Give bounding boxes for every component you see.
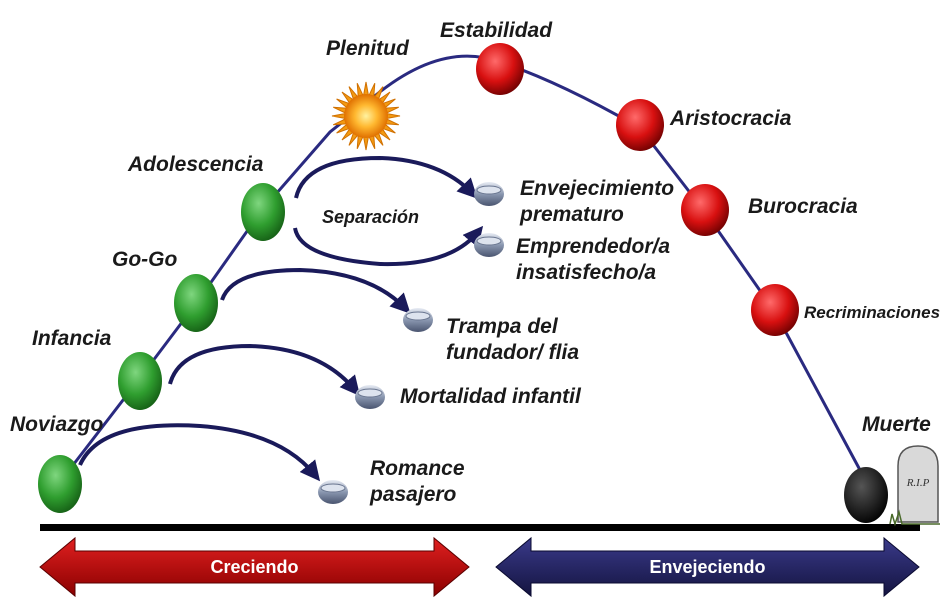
label-burocracia: Burocracia [748,195,858,218]
node-recriminaciones [751,284,799,336]
label-gogo: Go-Go [112,248,178,271]
node-infancia [118,352,162,410]
label-muerte: Muerte [862,413,931,436]
label-recriminaciones: Recriminaciones [804,303,941,322]
label-romance-pasajero: Romance pasajero [370,457,465,506]
node-noviazgo [38,455,82,513]
node-aristocracia [616,99,664,151]
label-mortalidad-infantil: Mortalidad infantil [400,385,581,408]
node-gogo [174,274,218,332]
label-separacion: Separación [322,207,420,227]
arrow-romance [78,423,321,482]
label-adolescencia: Adolescencia [128,153,264,176]
label-envejecimiento-prematuro: Envejecimiento prematuro [520,177,675,226]
label-emprendedor-insatisfecho: Emprendedor/a insatisfecho/a [516,235,671,284]
arrow-emprendedor [293,225,484,267]
tombstone-text: R.I.P [906,477,930,489]
node-burocracia [681,184,729,236]
disc-emprendedor-icon [474,233,504,257]
aging-arrow-label: Envejeciendo [649,557,766,577]
disc-trampa-icon [403,308,433,332]
label-trampa-fundador: Trampa del fundador/ flia [446,315,579,364]
label-noviazgo: Noviazgo [10,413,104,436]
tombstone-icon: R.I.P [889,445,940,527]
growing-arrow-label: Creciendo [210,557,299,577]
label-aristocracia: Aristocracia [670,107,792,130]
label-plenitud: Plenitud [326,37,409,60]
growing-arrow [39,536,470,598]
arrow-trampa [220,267,411,314]
aging-arrow [495,536,920,598]
node-adolescencia [241,183,285,241]
disc-romance-icon [318,480,348,504]
label-estabilidad: Estabilidad [440,19,553,42]
sun-icon [331,81,401,151]
disc-mortalidad-icon [355,385,385,409]
baseline [40,524,920,531]
arrow-envejecimiento [294,155,478,199]
arrow-mortalidad [168,343,361,397]
label-infancia: Infancia [32,327,112,350]
node-muerte [844,467,888,523]
node-estabilidad [476,43,524,95]
disc-envejecimiento-icon [474,182,504,206]
